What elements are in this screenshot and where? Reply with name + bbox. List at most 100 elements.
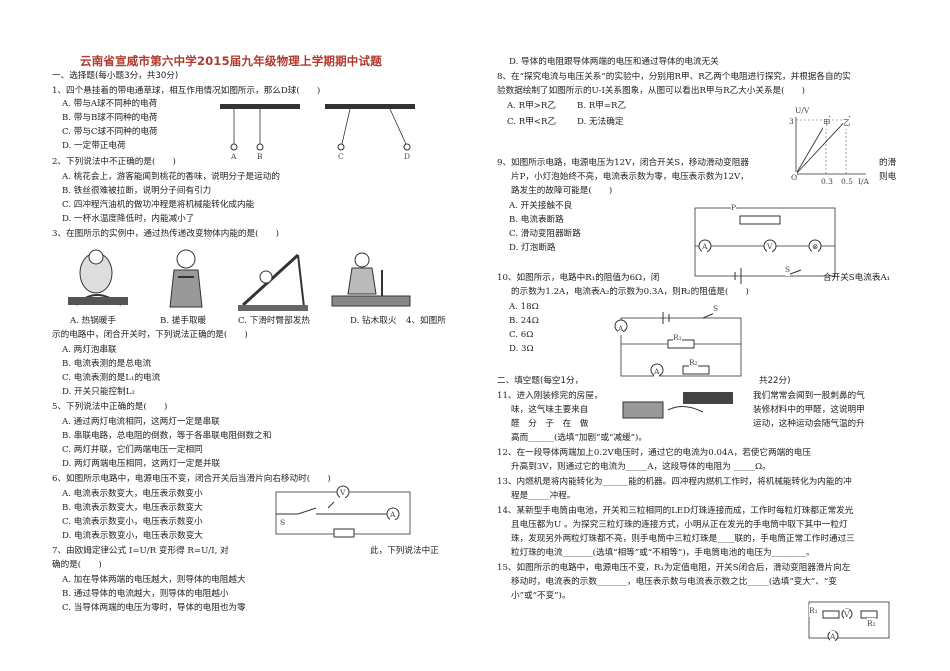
q2-option-d: D. 一杯水温度降低时，内能减小了 <box>62 214 195 224</box>
q5-option-d: D. 两灯两端电压相同，这两灯一定是并联 <box>62 459 221 469</box>
q8-option-b: B. R甲=R乙 <box>577 101 627 111</box>
q8-x-tick-1: 0.3 <box>821 176 833 188</box>
q1-option-c: C. 带与C球不同种的电荷 <box>62 127 158 137</box>
q3-caption-d: D. 钻木取火 <box>350 316 397 326</box>
q15-voltmeter-symbol: V <box>844 609 850 621</box>
q6-switch-label: S <box>280 517 286 529</box>
question-10-line1: 10、如图所示，电路中R₁的阻值为6Ω，闭 <box>497 273 660 283</box>
q8-y-tick: 3 <box>789 116 794 128</box>
question-11-line2a: 味，这气味主要来自 <box>511 405 589 415</box>
question-11-line2b: 装修材料中的甲醛，这说明甲 <box>753 405 865 415</box>
q4-option-b: B. 电流表测的是总电流 <box>62 359 152 369</box>
question-7-line2: 确的是( ) <box>52 560 102 570</box>
question-2: 2、下列说法中不正确的是( ) <box>52 157 176 167</box>
section-2-header-b: 共22分) <box>759 376 791 386</box>
q8-ui-graph <box>795 112 866 175</box>
q2-option-c: C. 四冲程汽油机的做功冲程是将机械能转化成内能 <box>62 200 255 210</box>
q6-voltmeter-symbol: V <box>340 487 346 499</box>
q3-illustration-rub-hands <box>169 249 203 308</box>
q11-illustration <box>622 392 733 419</box>
question-11-line1a: 11、进入刚装修完的房屋， <box>497 391 603 401</box>
q9-ammeter-symbol: A <box>702 241 708 253</box>
q6-ammeter-symbol: A <box>390 509 396 521</box>
q10-circuit-diagram <box>614 311 742 377</box>
q3-caption-c: C. 下滑时臀部发热 <box>238 316 310 326</box>
ball-label-b: B <box>257 151 263 163</box>
exam-title: 云南省宣威市第六中学2015届九年级物理上学期期中试题 <box>80 54 382 68</box>
question-12-line1: 12、在一段导体两端加上0.2V电压时，通过它的电流为0.04A，若使它两端的电… <box>497 448 811 458</box>
question-14-line2: 且电压都为U 。为探究三粒灯珠的连接方式，小明从正在发光的手电筒中取下其中一粒灯 <box>511 520 848 530</box>
q10-option-d: D. 3Ω <box>509 344 534 354</box>
q9-voltmeter-symbol: V <box>767 241 773 253</box>
question-8-line1: 8、在“探究电流与电压关系”的实验中，分别用R甲、R乙两个电阻进行探究，并根据各… <box>497 72 851 82</box>
ball-c <box>337 143 345 151</box>
section-1-header: 一、选择题(每小题3分，共30分) <box>52 71 179 81</box>
question-11-line3b: 运动，这种运动会随气温的升 <box>753 419 865 429</box>
q10-switch-label: S <box>713 303 719 315</box>
q1-option-a: A. 带与A球不同种的电荷 <box>62 99 158 109</box>
q6-option-d: D. 电流表示数变小，电压表示数变大 <box>62 531 203 541</box>
question-4-start: 4、如图所 <box>406 316 446 326</box>
q15-r1-label: R₁ <box>809 605 818 617</box>
question-11-line3a: 醛 分 子 在 做 <box>511 419 589 429</box>
question-14-line1: 14、某新型手电筒由电池，开关和三粒相同的LED灯珠连接而成，工作时每粒灯珠都正… <box>497 506 854 516</box>
q3-illustration-warm-hands <box>68 249 128 306</box>
question-13-line1: 13、内燃机是将内能转化为______能的机器。四冲程内燃机工作时，将机械能转化… <box>497 477 852 487</box>
q8-x-tick-2: 0.5 <box>841 176 853 188</box>
question-15-line2: 移动时，电流表的示数_______，电压表示数与电流表示数之比_____(选填“… <box>511 577 837 587</box>
q3-caption-b: B. 搓手取暖 <box>160 316 207 326</box>
q15-ammeter-symbol: A <box>830 631 836 643</box>
q10-option-c: C. 6Ω <box>509 330 534 340</box>
question-9-line2-end: 则电 <box>879 172 897 182</box>
question-9-line3: 路发生的故障可能是( ) <box>511 186 613 196</box>
q9-option-d: D. 灯泡断路 <box>509 243 556 253</box>
q10-ammeter2-symbol: A <box>654 366 660 378</box>
q8-x-axis-label: I/A <box>858 176 869 188</box>
q2-option-a: A. 桃花会上，游客能闻到桃花的香味，说明分子是运动的 <box>62 172 280 182</box>
q9-option-c: C. 滑动变阻器断路 <box>509 229 581 239</box>
question-4: 示的电路中，闭合开关时，下列说法正确的是( ) <box>52 330 248 340</box>
q8-option-c: C. R甲<R乙 <box>507 117 557 127</box>
q6-option-b: B. 电流表示数变大，电压表示数变大 <box>62 503 203 513</box>
question-12-line2: 升高到3V，则通过它的电流为_____A，这段导体的电阻为 _____Ω。 <box>511 462 771 472</box>
ball-label-d: D <box>404 151 411 163</box>
question-9-line2: 片P，小灯泡始终不亮，电流表示数为零，电压表示数为12V， <box>511 172 749 182</box>
ball-a <box>230 143 238 151</box>
q8-series-yi: 乙 <box>843 117 851 129</box>
q7-option-a: A. 加在导体两端的电压越大，则导体的电阻越大 <box>62 575 246 585</box>
q3-caption-a: A. 热锅暖手 <box>70 316 117 326</box>
q2-option-b: B. 铁丝很难被拉断，说明分子间有引力 <box>62 186 212 196</box>
q15-r2-label: R₂ <box>867 618 876 630</box>
q6-option-c: C. 电流表示数变小，电压表示数变小 <box>62 517 203 527</box>
q4-option-a: A. 两灯泡串联 <box>62 345 117 355</box>
question-9-line1-end: 的滑 <box>879 158 897 168</box>
q7-option-c: C. 当导体两端的电压为零时，导体的电阻也为零 <box>62 603 246 613</box>
q8-option-d: D. 无法确定 <box>577 117 624 127</box>
q5-option-a: A. 通过两灯电流相同，这两灯一定是串联 <box>62 417 220 427</box>
graph-line-yi <box>795 115 851 175</box>
q8-option-a: A. R甲>R乙 <box>507 101 556 111</box>
q9-option-b: B. 电流表断路 <box>509 215 564 225</box>
q8-origin: O <box>791 172 798 184</box>
question-10-line1-end: 合开关S电流表A₁ <box>823 273 891 283</box>
question-15-line3: 小”或“不变”)。 <box>511 591 571 601</box>
q5-option-b: B. 串联电路，总电阻的倒数，等于各串联电阻倒数之和 <box>62 431 272 441</box>
ball-label-a: A <box>231 151 237 163</box>
q8-series-jia: 甲 <box>823 117 831 129</box>
question-6: 6、如图所示电路中，电源电压不变，闭合开关后当滑片向右移动时( ) <box>52 474 331 484</box>
question-3: 3、在图所示的实例中，通过热传递改变物体内能的是( ) <box>52 229 280 239</box>
q10-option-b: B. 24Ω <box>509 316 539 326</box>
question-5: 5、下列说法中正确的是( ) <box>52 402 168 412</box>
q9-switch-label: S <box>785 264 791 276</box>
ball-d <box>403 143 411 151</box>
q3-illustration-slide <box>238 253 308 311</box>
q8-y-axis-label: U/V <box>795 105 810 117</box>
q4-option-d: D. 开关只能控制L₂ <box>62 387 135 397</box>
q4-option-c: C. 电流表测的是L₁的电流 <box>62 373 161 383</box>
q9-lamp-symbol: ⊗ <box>812 241 819 253</box>
q9-option-a: A. 开关接触不良 <box>509 201 573 211</box>
q7-option-d: D. 导体的电阻跟导体两端的电压和通过导体的电流无关 <box>509 57 719 67</box>
q6-option-a: A. 电流表示数变大，电压表示数变小 <box>62 489 203 499</box>
question-7-part-a: 7、由欧姆定律公式 I=U/R 变形得 R=U/I, 对 <box>52 546 229 556</box>
q10-option-a: A. 18Ω <box>509 302 539 312</box>
